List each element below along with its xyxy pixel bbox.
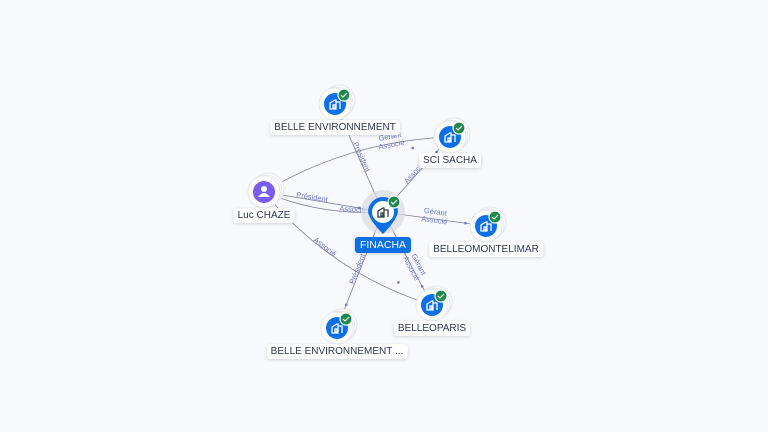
verified-check-icon xyxy=(488,210,502,224)
building-icon xyxy=(426,300,438,311)
arrow-icon xyxy=(435,150,438,154)
node-luc[interactable] xyxy=(247,172,285,209)
person-icon xyxy=(258,186,270,197)
node-paris[interactable] xyxy=(415,285,453,322)
building-icon xyxy=(377,207,389,218)
verified-check-icon xyxy=(339,312,353,326)
node-label[interactable]: BELLEOMONTELIMAR xyxy=(429,242,543,257)
arrow-icon xyxy=(344,303,348,307)
node-label[interactable]: BELLE ENVIRONNEMENT ... xyxy=(266,344,408,359)
verified-check-icon xyxy=(387,195,401,209)
node-label[interactable]: SCI SACHA xyxy=(419,153,481,168)
node-label[interactable]: Luc CHAZE xyxy=(233,208,295,223)
node-belle_env2[interactable] xyxy=(320,308,358,345)
edge-label: Gérant xyxy=(424,206,449,218)
edge-label: Associé xyxy=(312,235,338,258)
arrow-icon xyxy=(357,206,361,210)
verified-check-icon xyxy=(452,121,466,135)
verified-check-icon xyxy=(434,289,448,303)
verified-check-icon xyxy=(337,88,351,102)
edge-label: Président xyxy=(347,252,367,286)
node-label[interactable]: BELLE ENVIRONNEMENT xyxy=(270,120,400,135)
node-label[interactable]: FINACHA xyxy=(354,237,412,253)
building-icon xyxy=(331,323,343,334)
edge-label: Président xyxy=(351,140,372,173)
arrow-icon xyxy=(397,281,400,284)
edge-label: Associé xyxy=(421,214,448,226)
node-sci_sacha[interactable] xyxy=(433,117,471,154)
arrow-icon xyxy=(420,285,424,288)
arrow-icon xyxy=(411,146,415,150)
building-icon xyxy=(444,132,456,143)
node-montelimar[interactable] xyxy=(469,206,507,243)
building-icon xyxy=(329,99,341,110)
node-belle_env[interactable] xyxy=(318,84,356,121)
arrow-icon xyxy=(464,221,467,225)
node-finacha[interactable] xyxy=(361,190,405,234)
building-icon xyxy=(480,221,492,232)
edge-label: Président xyxy=(296,190,330,204)
node-label[interactable]: BELLEOPARIS xyxy=(393,321,471,336)
edge-label: Associé xyxy=(339,204,366,214)
